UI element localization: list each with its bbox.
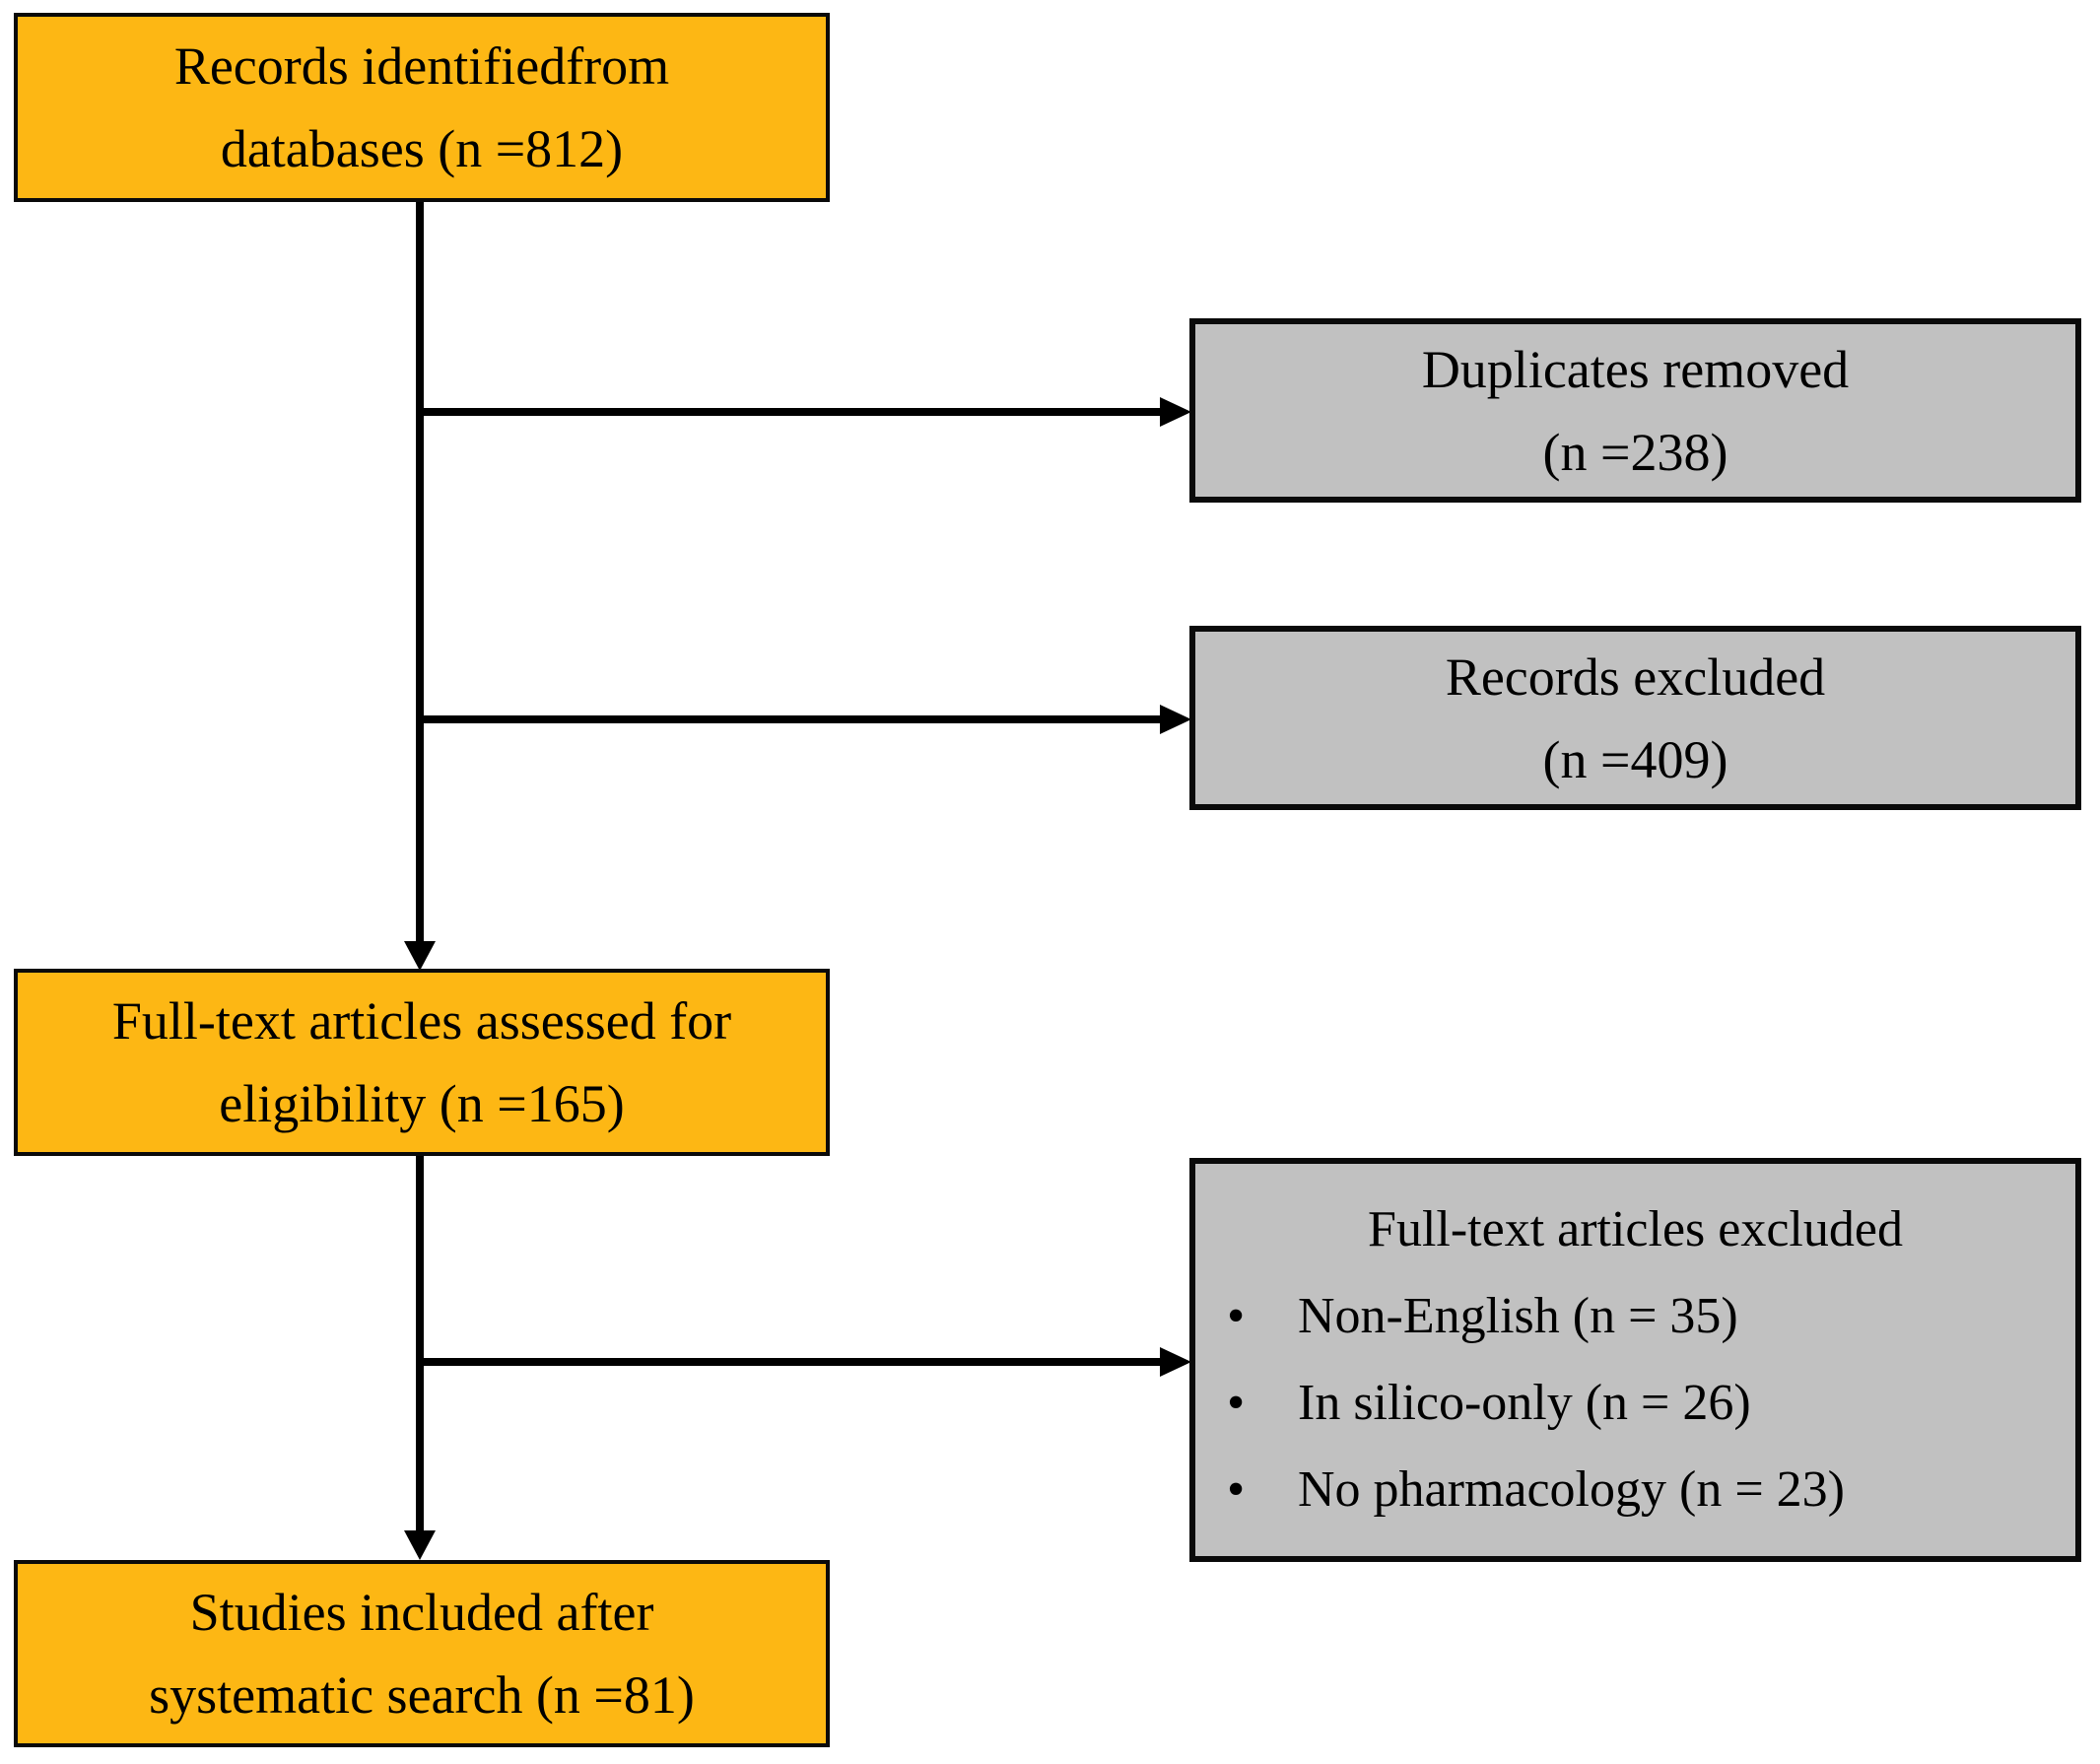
box-fulltext-assessed-line1: Full-text articles assessed for (111, 991, 732, 1051)
list-item-text: In silico-only (n = 26) (1298, 1375, 1751, 1431)
bullet-icon: • (1227, 1375, 1246, 1431)
connector-branch-fulltext-excluded (416, 1358, 1160, 1366)
box-records-excluded: Records excluded (n =409) (1189, 626, 2081, 810)
box-records-identified-line2: databases (n =812) (220, 119, 624, 178)
connector-branch-duplicates (416, 408, 1160, 416)
bullet-icon: • (1227, 1288, 1246, 1344)
box-records-identified: Records identifiedfrom databases (n =812… (14, 13, 830, 202)
box-records-excluded-line2: (n =409) (1542, 729, 1728, 789)
arrow-right-icon (1160, 705, 1191, 734)
box-fulltext-excluded: Full-text articles excluded • Non-Englis… (1189, 1158, 2081, 1562)
list-item: • No pharmacology (n = 23) (1195, 1447, 2075, 1533)
connector-branch-excluded (416, 715, 1160, 723)
box-fulltext-excluded-heading: Full-text articles excluded (1368, 1201, 1903, 1257)
list-item-text: No pharmacology (n = 23) (1298, 1461, 1845, 1518)
box-records-excluded-line1: Records excluded (1445, 646, 1826, 707)
box-records-identified-line1: Records identifiedfrom (173, 36, 670, 96)
box-studies-included-line1: Studies included after (189, 1583, 654, 1642)
connector-vertical-bottom (416, 1156, 424, 1532)
bullet-icon: • (1227, 1461, 1246, 1518)
box-fulltext-assessed-line2: eligibility (n =165) (219, 1074, 625, 1133)
connector-vertical-top (416, 202, 424, 943)
box-duplicates-removed: Duplicates removed (n =238) (1189, 318, 2081, 503)
list-item: • Non-English (n = 35) (1195, 1273, 2075, 1360)
arrow-right-icon (1160, 397, 1191, 427)
box-studies-included-line2: systematic search (n =81) (149, 1665, 695, 1725)
arrow-down-icon (404, 1530, 436, 1560)
box-duplicates-removed-line2: (n =238) (1542, 422, 1728, 482)
arrow-right-icon (1160, 1347, 1191, 1377)
arrow-down-icon (404, 941, 436, 971)
list-item-text: Non-English (n = 35) (1298, 1288, 1738, 1344)
fulltext-excluded-list: • Non-English (n = 35) • In silico-only … (1195, 1273, 2075, 1533)
box-fulltext-assessed: Full-text articles assessed for eligibil… (14, 969, 830, 1156)
list-item: • In silico-only (n = 26) (1195, 1360, 2075, 1447)
box-studies-included: Studies included after systematic search… (14, 1560, 830, 1747)
box-duplicates-removed-line1: Duplicates removed (1421, 339, 1850, 399)
